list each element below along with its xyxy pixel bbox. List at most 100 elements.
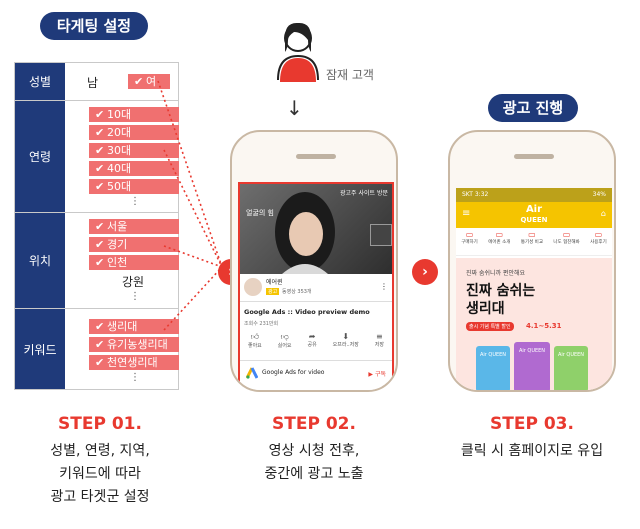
- customer-person-icon: [277, 22, 319, 82]
- status-left: SKT 3:32: [462, 191, 489, 198]
- hero-tagline: 진짜 숨쉬니까 편안해요: [466, 270, 526, 277]
- like-button[interactable]: 👍︎좋아요: [248, 332, 262, 358]
- ad-progress-title: 광고 진행: [488, 94, 578, 122]
- chip-age-10[interactable]: ✔10대: [89, 107, 179, 122]
- check-icon: ✔: [95, 180, 105, 193]
- chip-label: 경기: [107, 238, 128, 251]
- step-3-line: 클릭 시 홈페이지로 유입: [460, 443, 604, 459]
- nav-label: 통기성 비교: [520, 240, 543, 245]
- status-right: 34%: [592, 191, 606, 198]
- chip-gyeonggi[interactable]: ✔경기: [89, 237, 179, 252]
- chip-seoul[interactable]: ✔서울: [89, 219, 179, 234]
- hero-banner[interactable]: 진짜 숨쉬니까 편안해요 진짜 숨쉬는 생리대 출시 기념 특별 할인 4.1~…: [456, 258, 612, 390]
- status-bar: SKT 3:32 34%: [456, 188, 612, 202]
- step-2-line: 중간에 광고 노출: [264, 466, 364, 482]
- chip-age-30[interactable]: ✔30대: [89, 143, 179, 158]
- chip-age-40[interactable]: ✔40대: [89, 161, 179, 176]
- chip-age-50[interactable]: ✔50대: [89, 179, 179, 194]
- nav-icon: ▭: [562, 230, 571, 239]
- targeting-settings-title: 타게팅 설정: [40, 12, 148, 40]
- chip-keyword-1[interactable]: ✔생리대: [89, 319, 179, 334]
- google-ads-channel[interactable]: Google Ads for video: [262, 369, 325, 376]
- subscribe-label: 구독: [374, 371, 386, 378]
- promo-badge: 출시 기념 특별 할인: [466, 322, 514, 331]
- channel-name: 에어퀸: [266, 279, 283, 286]
- more-indicator: ⋮: [130, 372, 140, 383]
- nav-sponsor[interactable]: ▭나도 협찬해봐: [553, 230, 579, 255]
- step-1-line: 키워드에 따라: [59, 466, 141, 482]
- video-player[interactable]: 광고주 사이트 방문 얼굴의 힘: [240, 184, 392, 274]
- nav-icon: ▭: [465, 230, 474, 239]
- skip-thumbnail[interactable]: [370, 224, 392, 246]
- nav-label: 구매하기: [461, 240, 478, 245]
- chip-label: 20대: [107, 126, 132, 139]
- ad-meta: 동영상 353개: [282, 289, 312, 295]
- nav-icon: ▭: [495, 230, 504, 239]
- chip-label: 10대: [107, 108, 132, 121]
- row-label-age: 연령: [15, 101, 65, 212]
- hero-headline-1: 진짜 숨쉬는: [466, 283, 536, 299]
- nav-reviews[interactable]: ▭사용후기: [590, 230, 607, 255]
- brand-logo[interactable]: Air QUEEN: [514, 204, 554, 226]
- channel-avatar[interactable]: [244, 278, 262, 296]
- nav-buy[interactable]: ▭구매하기: [461, 230, 478, 255]
- chevron-right-icon: ›: [422, 264, 428, 280]
- phone-speaker: [296, 154, 336, 159]
- nav-about[interactable]: ▭에어퀸 소개: [488, 230, 510, 255]
- ad-info-bar: 에어퀸 광고 동영상 353개 ⋮: [240, 274, 392, 302]
- view-count: 조회수 231만회: [244, 321, 279, 327]
- subscribe-button[interactable]: ▶ 구독: [368, 369, 386, 378]
- save-button[interactable]: ≡저장: [375, 332, 384, 358]
- brand-bottom: QUEEN: [520, 216, 548, 224]
- step-1-title: STEP 01.: [58, 414, 142, 434]
- check-icon: ✔: [95, 356, 105, 369]
- chip-label: 생리대: [107, 320, 138, 333]
- more-indicator: ⋮: [130, 291, 140, 302]
- cart-icon[interactable]: ⌂: [600, 209, 606, 218]
- nav-compare[interactable]: ▭통기성 비교: [521, 230, 543, 255]
- option-male[interactable]: 남: [87, 76, 99, 90]
- pack-brand: Air QUEEN: [557, 352, 585, 358]
- option-gangwon[interactable]: 강원: [122, 275, 145, 289]
- youtube-screen: 광고주 사이트 방문 얼굴의 힘 에어퀸 광고 동영상 353개 ⋮ Googl…: [238, 182, 394, 390]
- chip-age-20[interactable]: ✔20대: [89, 125, 179, 140]
- nav-label: 나도 협찬해봐: [553, 240, 580, 245]
- check-icon: ✔: [95, 320, 105, 333]
- playlist-add-icon: ≡: [376, 332, 383, 341]
- phone-youtube: 광고주 사이트 방문 얼굴의 힘 에어퀸 광고 동영상 353개 ⋮ Googl…: [230, 130, 398, 392]
- step-1-line: 광고 타겟군 설정: [50, 489, 150, 505]
- next-arrow-button-2[interactable]: ›: [412, 259, 438, 285]
- down-arrow: ↓: [286, 96, 303, 120]
- step-1-desc: 성별, 연령, 지역, 키워드에 따라 광고 타겟군 설정: [10, 440, 190, 509]
- ad-overlay-text: 얼굴의 힘: [246, 209, 274, 217]
- step-3-title: STEP 03.: [490, 414, 574, 434]
- chip-keyword-2[interactable]: ✔유기농생리대: [89, 337, 179, 352]
- step-2-line: 영상 시청 전후,: [268, 443, 360, 459]
- chip-incheon[interactable]: ✔인천: [89, 255, 179, 270]
- visit-advertiser-text[interactable]: 광고주 사이트 방문: [340, 190, 388, 197]
- menu-icon[interactable]: ≡: [462, 208, 471, 219]
- action-label: 공유: [307, 342, 317, 348]
- share-button[interactable]: ➦공유: [308, 332, 317, 358]
- potential-customer-label: 잠재 고객: [326, 68, 374, 82]
- action-label: 오프라..저장: [332, 342, 359, 348]
- action-row: 👍︎좋아요 👎︎싫어요 ➦공유 ⬇오프라..저장 ≡저장: [240, 332, 392, 358]
- product-pack-blue: Air QUEEN: [476, 346, 510, 390]
- nav-label: 에어퀸 소개: [488, 240, 511, 245]
- more-options-icon[interactable]: ⋮: [380, 282, 388, 291]
- check-icon: ✔: [95, 108, 105, 121]
- step-2-desc: 영상 시청 전후, 중간에 광고 노출: [224, 440, 404, 486]
- step-3-desc: 클릭 시 홈페이지로 유입: [432, 440, 632, 463]
- row-location: 위치 ✔서울 ✔경기 ✔인천 강원 ⋮: [15, 213, 179, 309]
- row-label-gender: 성별: [15, 63, 65, 100]
- chip-keyword-3[interactable]: ✔천연생리대: [89, 355, 179, 370]
- offline-save-button[interactable]: ⬇오프라..저장: [333, 332, 359, 358]
- chip-female[interactable]: ✔여: [128, 74, 170, 89]
- site-nav: ▭구매하기 ▭에어퀸 소개 ▭통기성 비교 ▭나도 협찬해봐 ▭사용후기: [456, 230, 612, 256]
- dislike-button[interactable]: 👎︎싫어요: [278, 332, 292, 358]
- chip-label: 유기농생리대: [107, 338, 168, 351]
- download-icon: ⬇: [342, 332, 350, 341]
- homepage-screen: SKT 3:32 34% ≡ Air QUEEN ⌂ ▭구매하기 ▭에어퀸 소개…: [456, 188, 612, 390]
- nav-label: 사용후기: [590, 240, 607, 245]
- row-label-location: 위치: [15, 213, 65, 308]
